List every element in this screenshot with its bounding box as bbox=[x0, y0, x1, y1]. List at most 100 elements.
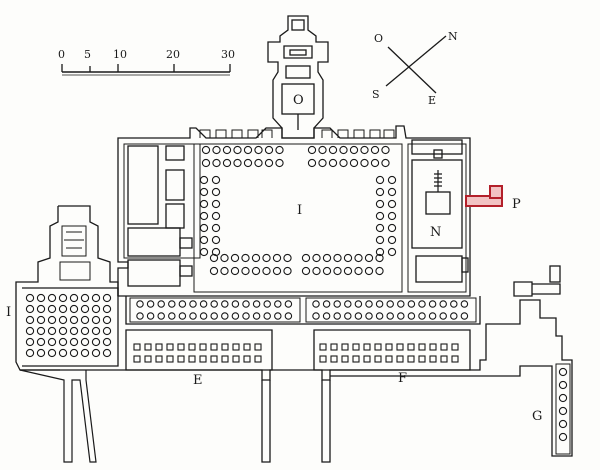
label-left-wing: I bbox=[6, 305, 11, 320]
column bbox=[275, 158, 284, 168]
column bbox=[375, 199, 385, 209]
column bbox=[370, 158, 380, 168]
column bbox=[375, 187, 385, 197]
column bbox=[220, 266, 229, 276]
pillar bbox=[330, 343, 338, 351]
column bbox=[263, 312, 271, 320]
column bbox=[80, 315, 90, 325]
column bbox=[47, 293, 57, 303]
column bbox=[387, 223, 397, 233]
compass-labels: N O S E bbox=[372, 30, 458, 107]
column bbox=[69, 304, 79, 314]
column bbox=[230, 266, 240, 276]
label-highlight-room: P bbox=[512, 197, 521, 212]
column bbox=[136, 312, 144, 320]
label-hall: I bbox=[297, 203, 302, 218]
pillar bbox=[451, 343, 459, 351]
column bbox=[189, 312, 197, 320]
column bbox=[375, 300, 384, 308]
column bbox=[157, 312, 165, 320]
pillar bbox=[155, 343, 163, 351]
column bbox=[91, 293, 101, 303]
column bbox=[102, 304, 112, 314]
column bbox=[439, 300, 447, 308]
column bbox=[387, 199, 397, 209]
label-annex: G bbox=[532, 409, 542, 424]
column bbox=[212, 158, 221, 168]
pillar bbox=[221, 355, 229, 363]
column bbox=[450, 300, 458, 308]
scale-tick-10: 10 bbox=[113, 48, 127, 61]
north-chapel bbox=[267, 15, 329, 139]
column bbox=[36, 315, 46, 325]
column bbox=[418, 312, 426, 320]
column bbox=[69, 293, 79, 303]
column bbox=[25, 326, 35, 336]
column bbox=[283, 266, 292, 276]
column bbox=[242, 300, 250, 308]
pillar bbox=[254, 343, 262, 351]
column bbox=[407, 312, 416, 320]
pillar bbox=[407, 343, 415, 351]
pillar bbox=[330, 355, 338, 363]
pillar bbox=[133, 355, 141, 363]
column bbox=[381, 158, 390, 168]
compass-east: E bbox=[428, 94, 436, 107]
pillar bbox=[133, 343, 141, 351]
pillar bbox=[199, 343, 207, 351]
column bbox=[211, 235, 221, 245]
scale-tick-0: 0 bbox=[58, 48, 65, 61]
column bbox=[264, 145, 274, 155]
label-north-chapel: O bbox=[293, 93, 304, 108]
column bbox=[387, 175, 397, 185]
column bbox=[199, 300, 208, 308]
column bbox=[102, 348, 112, 358]
pillar bbox=[407, 355, 415, 363]
column bbox=[375, 175, 385, 185]
column bbox=[36, 304, 46, 314]
column bbox=[80, 304, 90, 314]
column bbox=[212, 145, 221, 155]
column bbox=[312, 266, 321, 276]
column bbox=[221, 300, 229, 308]
column bbox=[243, 145, 253, 155]
column bbox=[375, 223, 385, 233]
column bbox=[387, 187, 397, 197]
column bbox=[211, 199, 221, 209]
column bbox=[397, 312, 405, 320]
column bbox=[102, 293, 112, 303]
column bbox=[233, 158, 242, 168]
column bbox=[102, 337, 112, 347]
column bbox=[360, 158, 369, 168]
column bbox=[241, 253, 250, 263]
column bbox=[242, 312, 250, 320]
column bbox=[375, 211, 385, 221]
column bbox=[210, 312, 218, 320]
column bbox=[91, 326, 101, 336]
column bbox=[69, 348, 79, 358]
column bbox=[220, 253, 229, 263]
column bbox=[339, 158, 348, 168]
pillar bbox=[254, 355, 262, 363]
column bbox=[91, 348, 101, 358]
column bbox=[333, 266, 342, 276]
column bbox=[36, 348, 46, 358]
column bbox=[80, 348, 90, 358]
label-court-west: F bbox=[398, 371, 407, 386]
pillar bbox=[210, 355, 218, 363]
column bbox=[312, 253, 321, 263]
pillar bbox=[177, 355, 185, 363]
column bbox=[397, 300, 405, 308]
column bbox=[386, 300, 394, 308]
column bbox=[251, 266, 261, 276]
column bbox=[387, 211, 397, 221]
column bbox=[439, 312, 447, 320]
column bbox=[47, 304, 57, 314]
column bbox=[69, 315, 79, 325]
pillar bbox=[451, 355, 459, 363]
column bbox=[370, 145, 380, 155]
column bbox=[460, 312, 469, 320]
column bbox=[241, 266, 250, 276]
portico-strip bbox=[125, 296, 481, 325]
